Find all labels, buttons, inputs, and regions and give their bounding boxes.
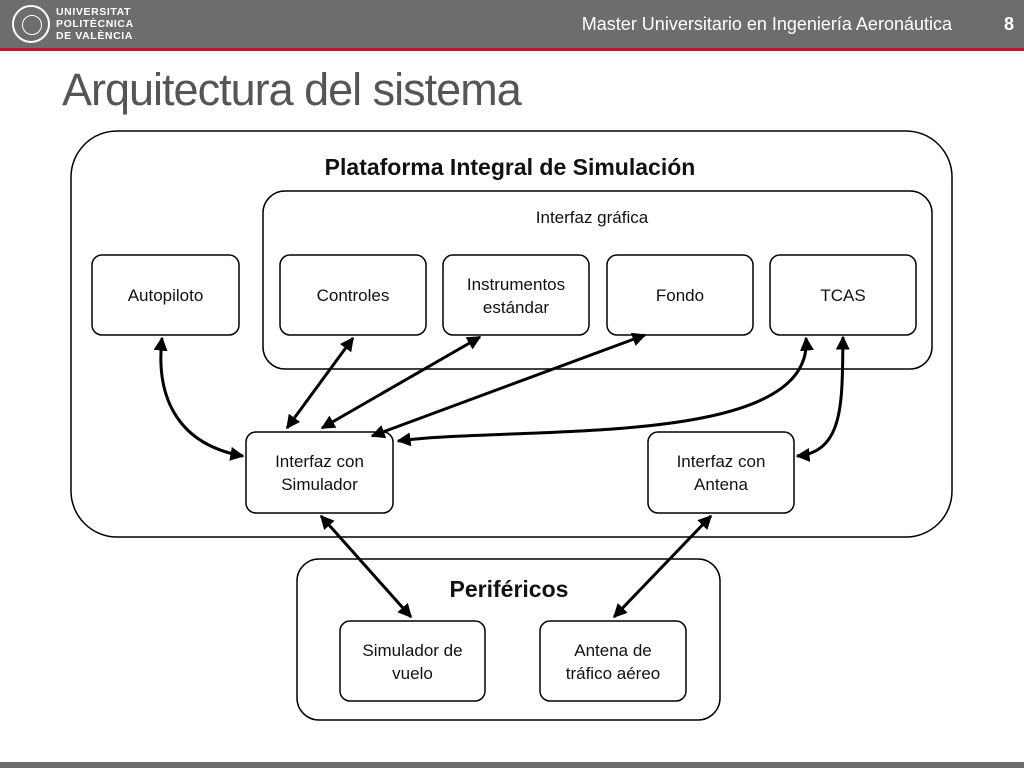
edge-interfaz-antena-antena-trafico	[612, 514, 713, 619]
node-interfaz-simulador: Interfaz con Simulador	[245, 431, 394, 514]
gui-title: Interfaz gráfica	[536, 208, 649, 227]
edge-tcas-interfaz-antena	[795, 335, 850, 462]
peripherals-title: Periféricos	[450, 576, 569, 602]
node-instrumentos-label-1: Instrumentos	[467, 275, 565, 294]
node-interfaz-simulador-label-2: Simulador	[281, 475, 358, 494]
node-controles: Controles	[279, 254, 427, 336]
node-fondo-label: Fondo	[656, 286, 704, 305]
node-antena-trafico-label-1: Antena de	[574, 641, 652, 660]
course-title: Master Universitario en Ingeniería Aeron…	[581, 14, 952, 34]
node-fondo: Fondo	[606, 254, 754, 336]
node-autopiloto: Autopiloto	[91, 254, 240, 336]
node-simulador-vuelo-label-2: vuelo	[392, 664, 433, 683]
node-interfaz-antena-label-1: Interfaz con	[677, 452, 766, 471]
logo-line-2: POLITÈCNICA	[56, 18, 134, 30]
node-simulador-vuelo: Simulador de vuelo	[339, 620, 486, 702]
header-accent-line	[0, 48, 1024, 51]
node-autopiloto-label: Autopiloto	[128, 286, 204, 305]
node-instrumentos: Instrumentos estándar	[442, 254, 590, 336]
footer-bar	[0, 762, 1024, 768]
edge-autopiloto-interfaz-simulador	[153, 336, 245, 461]
logo-line-1: UNIVERSITAT	[56, 6, 132, 18]
edge-interfaz-simulador-simulador-vuelo	[319, 514, 413, 619]
node-interfaz-simulador-label-1: Interfaz con	[275, 452, 364, 471]
node-tcas: TCAS	[769, 254, 917, 336]
logo-line-3: DE VALÈNCIA	[56, 30, 133, 42]
logo-text: UNIVERSITAT POLITÈCNICA DE VALÈNCIA	[56, 6, 134, 42]
slide-title: Arquitectura del sistema	[62, 64, 522, 115]
node-antena-trafico-label-2: tráfico aéreo	[566, 664, 661, 683]
seal-icon	[12, 5, 50, 43]
node-instrumentos-label-2: estándar	[483, 298, 549, 317]
node-antena-trafico: Antena de tráfico aéreo	[539, 620, 687, 702]
header-bar: UNIVERSITAT POLITÈCNICA DE VALÈNCIA Mast…	[0, 0, 1024, 48]
platform-title: Plataforma Integral de Simulación	[325, 154, 696, 180]
node-simulador-vuelo-label-1: Simulador de	[362, 641, 462, 660]
node-interfaz-antena-label-2: Antena	[694, 475, 748, 494]
university-logo: UNIVERSITAT POLITÈCNICA DE VALÈNCIA	[12, 5, 162, 45]
edge-tcas-interfaz-simulador	[396, 336, 814, 447]
page-number: 8	[1003, 14, 1014, 34]
node-tcas-label: TCAS	[820, 286, 865, 305]
node-interfaz-antena: Interfaz con Antena	[647, 431, 795, 514]
node-controles-label: Controles	[317, 286, 390, 305]
